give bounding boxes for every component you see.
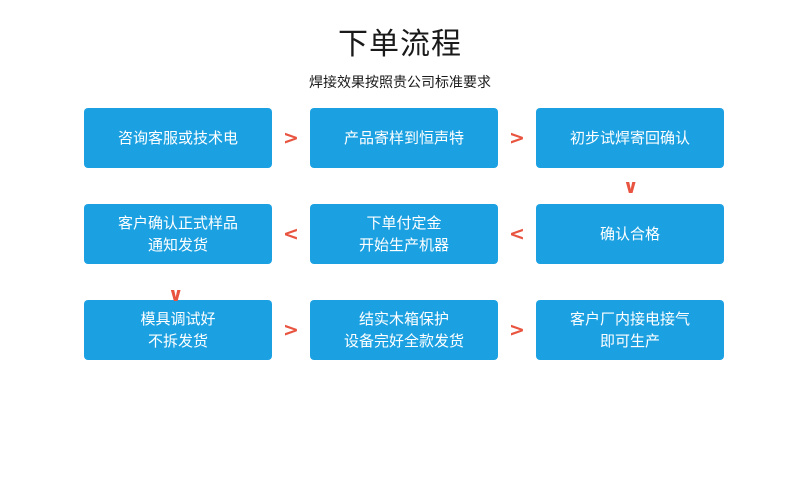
arrow-right-icon: > <box>283 318 299 341</box>
flow-box-line2: 开始生产机器 <box>358 236 449 254</box>
flow-box-line2: 设备完好全款发货 <box>343 332 464 350</box>
flow-box[interactable]: 模具调试好 不拆发货 <box>84 300 272 360</box>
flow-box-line1: 下单付定金 <box>366 214 442 232</box>
flow-box-line1: 客户确认正式样品 <box>117 214 238 232</box>
flow-grid: 咨询客服或技术电 > 产品寄样到恒声特 > 初步试焊寄回确认 客户确认正式样品 … <box>84 108 724 360</box>
flow-box-line1: 初步试焊寄回确认 <box>569 129 690 147</box>
flow-box[interactable]: 产品寄样到恒声特 <box>310 108 498 168</box>
flow-box[interactable]: 客户厂内接电接气 即可生产 <box>536 300 724 360</box>
page-subtitle: 焊接效果按照贵公司标准要求 <box>309 75 491 91</box>
flow-box-line1: 咨询客服或技术电 <box>117 129 238 147</box>
flow-row: 客户确认正式样品 通知发货 < 下单付定金 开始生产机器 < 确认合格 <box>84 204 724 264</box>
arrow-right-icon: > <box>509 126 525 149</box>
flow-box-line1: 客户厂内接电接气 <box>569 310 690 328</box>
flow-row: 模具调试好 不拆发货 > 结实木箱保护 设备完好全款发货 > 客户厂内接电接气 … <box>84 300 724 360</box>
flow-box-line2: 不拆发货 <box>147 332 208 350</box>
flow-box[interactable]: 咨询客服或技术电 <box>84 108 272 168</box>
flow-box[interactable]: 客户确认正式样品 通知发货 <box>84 204 272 264</box>
flow-box-line1: 模具调试好 <box>140 310 216 328</box>
flow-row: 咨询客服或技术电 > 产品寄样到恒声特 > 初步试焊寄回确认 <box>84 108 724 168</box>
flow-box[interactable]: 确认合格 <box>536 204 724 264</box>
arrow-right-icon: > <box>509 318 525 341</box>
page-title: 下单流程 <box>338 27 462 62</box>
arrow-left-icon: < <box>283 222 299 245</box>
flow-box-line2: 即可生产 <box>599 332 660 350</box>
flow-box-line1: 产品寄样到恒声特 <box>343 129 464 147</box>
flow-box[interactable]: 初步试焊寄回确认 <box>536 108 724 168</box>
flow-box-line2: 通知发货 <box>147 236 208 254</box>
flow-box-line1: 结实木箱保护 <box>358 310 449 328</box>
arrow-left-icon: < <box>509 222 525 245</box>
flow-box[interactable]: 结实木箱保护 设备完好全款发货 <box>310 300 498 360</box>
flow-box-line1: 确认合格 <box>599 225 660 243</box>
arrow-right-icon: > <box>283 126 299 149</box>
flow-box[interactable]: 下单付定金 开始生产机器 <box>310 204 498 264</box>
